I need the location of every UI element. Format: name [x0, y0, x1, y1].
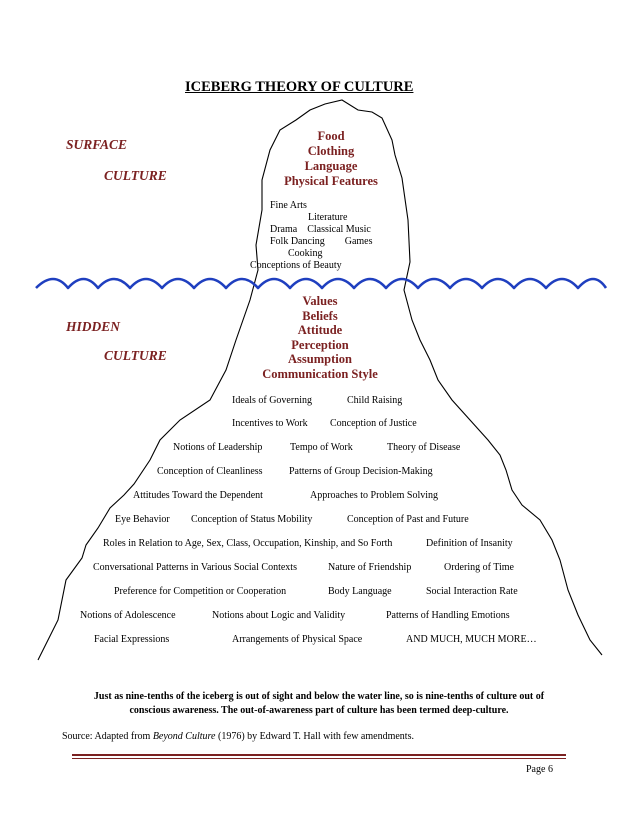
hidden-item: Nature of Friendship — [328, 562, 412, 573]
surface-minor-line: Literature — [308, 212, 348, 223]
hidden-item: Notions about Logic and Validity — [212, 610, 346, 621]
hidden-item: Social Interaction Rate — [426, 586, 518, 597]
hidden-item: Preference for Competition or Cooperatio… — [114, 586, 287, 597]
hidden-major-item: Perception — [291, 338, 349, 352]
caption-line2: conscious awareness. The out-of-awarenes… — [129, 705, 509, 716]
surface-minor-line: Folk Dancing Games — [270, 236, 373, 247]
iceberg-outline — [37, 99, 603, 661]
hidden-major-item: Values — [302, 294, 338, 308]
source-book-title: Beyond Culture — [152, 731, 216, 742]
surface-label-line2: CULTURE — [104, 168, 167, 183]
hidden-major-item: Attitude — [297, 323, 343, 337]
caption-line1: Just as nine-tenths of the iceberg is ou… — [93, 691, 545, 702]
hidden-item: Conception of Past and Future — [347, 514, 469, 525]
hidden-label-line1: HIDDEN — [66, 319, 121, 334]
surface-minor-line: Cooking — [288, 248, 323, 259]
hidden-item: Notions of Leadership — [173, 442, 263, 453]
hidden-item: Tempo of Work — [290, 442, 353, 453]
water-line — [35, 277, 608, 290]
hidden-item: Approaches to Problem Solving — [310, 490, 439, 501]
hidden-item: Attitudes Toward the Dependent — [133, 490, 263, 501]
footer-rule-thin — [72, 758, 566, 759]
hidden-item: Patterns of Group Decision-Making — [289, 466, 433, 477]
hidden-item: Ordering of Time — [444, 562, 514, 573]
hidden-item: AND MUCH, MUCH MORE… — [406, 634, 537, 645]
surface-minor-line: Fine Arts — [270, 200, 307, 211]
hidden-item: Roles in Relation to Age, Sex, Class, Oc… — [103, 538, 393, 549]
page-title: ICEBERG THEORY OF CULTURE — [185, 79, 414, 95]
surface-label-line1: SURFACE — [66, 137, 128, 152]
hidden-item: Theory of Disease — [387, 442, 461, 453]
surface-major-item: Physical Features — [284, 174, 378, 188]
hidden-item: Body Language — [328, 586, 392, 597]
surface-major-item: Clothing — [307, 144, 355, 158]
hidden-major-item: Assumption — [288, 352, 352, 366]
page-number: Page 6 — [526, 764, 553, 775]
hidden-item: Arrangements of Physical Space — [232, 634, 363, 645]
hidden-item: Conception of Cleanliness — [157, 466, 263, 477]
hidden-item: Notions of Adolescence — [80, 610, 176, 621]
hidden-item: Facial Expressions — [94, 634, 170, 645]
hidden-item: Definition of Insanity — [426, 538, 513, 549]
hidden-item: Patterns of Handling Emotions — [386, 610, 510, 621]
surface-minor-line: Drama Classical Music — [270, 224, 371, 235]
source-prefix: Source: Adapted from — [62, 731, 153, 742]
hidden-item: Child Raising — [347, 395, 403, 406]
hidden-item: Conception of Status Mobility — [191, 514, 313, 525]
hidden-major-item: Beliefs — [302, 309, 338, 323]
hidden-major-item: Communication Style — [262, 367, 378, 381]
source-note: Source: Adapted from Beyond Culture (197… — [62, 731, 414, 742]
hidden-label-line2: CULTURE — [104, 348, 167, 363]
hidden-item: Eye Behavior — [115, 514, 170, 525]
hidden-item: Conception of Justice — [330, 418, 417, 429]
surface-minor-line: Conceptions of Beauty — [250, 260, 342, 271]
hidden-item: Incentives to Work — [232, 418, 308, 429]
hidden-item: Ideals of Governing — [232, 395, 312, 406]
surface-major-item: Language — [304, 159, 358, 173]
surface-major-item: Food — [317, 129, 345, 143]
hidden-item: Conversational Patterns in Various Socia… — [93, 562, 297, 573]
source-suffix: (1976) by Edward T. Hall with few amendm… — [215, 731, 414, 742]
footer-rule-thick — [72, 754, 566, 756]
